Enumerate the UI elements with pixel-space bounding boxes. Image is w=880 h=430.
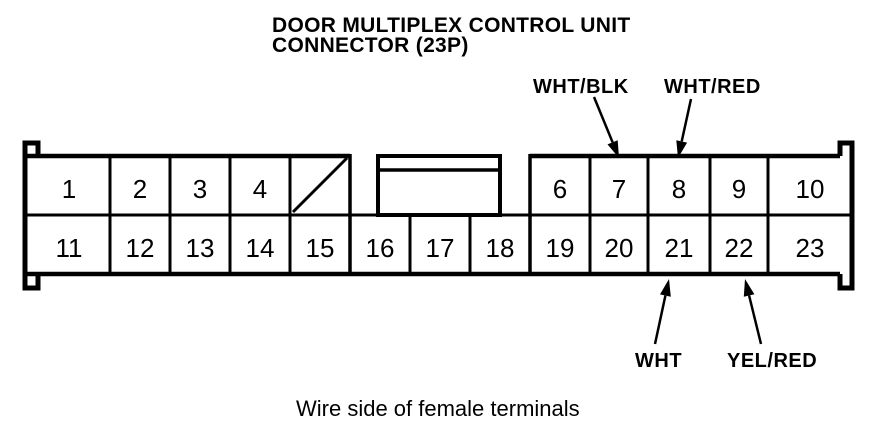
- diagram-title-line1: DOOR MULTIPLEX CONTROL UNIT: [272, 14, 630, 37]
- arrow-head: [660, 279, 671, 297]
- left-flange: [22, 140, 41, 291]
- pin-17-label: 17: [426, 233, 455, 263]
- arrow-head: [607, 140, 619, 158]
- connector-shell: [22, 140, 855, 291]
- pin-19-label: 19: [546, 233, 575, 263]
- pin-23-label: 23: [796, 233, 825, 263]
- wire-callouts-top: WHT/BLK WHT/RED: [533, 76, 761, 158]
- wire-label-wht: WHT: [635, 350, 682, 372]
- diagram-title-line2: CONNECTOR (23P): [272, 34, 469, 57]
- latch-key: [376, 154, 502, 217]
- pin-8-label: 8: [672, 174, 686, 204]
- pin-2-label: 2: [133, 174, 147, 204]
- pin-4-label: 4: [253, 174, 267, 204]
- pin-15-label: 15: [306, 233, 335, 263]
- arrow-shaft: [680, 98, 693, 142]
- title-block: DOOR MULTIPLEX CONTROL UNIT CONNECTOR (2…: [272, 14, 630, 57]
- right-flange: [837, 140, 855, 291]
- pin-16-label: 16: [366, 233, 395, 263]
- pin-10-label: 10: [796, 174, 825, 204]
- diagonal-slash: [291, 156, 349, 214]
- pin-14-label: 14: [246, 233, 275, 263]
- pin-numbers-bottom-row: 11 12 13 14 15 16 17 18 19 20 21 22 23: [56, 233, 825, 263]
- arrow-shaft: [592, 96, 614, 143]
- pointer-arrow-wht-to-pin-21: [653, 279, 671, 345]
- pin-18-label: 18: [486, 233, 515, 263]
- pin-21-label: 21: [665, 233, 694, 263]
- pin-numbers-top-row: 1 2 3 4 6 7 8 9 10: [62, 174, 825, 204]
- arrow-shaft: [747, 295, 763, 345]
- wire-callouts-bottom: WHT YEL/RED: [635, 279, 817, 372]
- wire-label-yel-red: YEL/RED: [727, 350, 817, 372]
- pin-12-label: 12: [126, 233, 155, 263]
- pointer-arrow-wht-red-to-pin-8: [676, 98, 693, 158]
- wire-label-wht-red: WHT/RED: [664, 76, 761, 98]
- pointer-arrow-yel-red-to-pin-22: [743, 279, 763, 345]
- pin-11-label: 11: [56, 233, 83, 263]
- pointer-arrow-wht-blk-to-pin-7: [592, 96, 619, 158]
- arrow-head: [743, 279, 755, 297]
- pin-22-label: 22: [725, 233, 754, 263]
- pin-3-label: 3: [193, 174, 207, 204]
- diagram-caption: Wire side of female terminals: [296, 396, 580, 421]
- pin-6-label: 6: [553, 174, 567, 204]
- pin-7-label: 7: [612, 174, 626, 204]
- arrow-head: [676, 140, 688, 158]
- pin-1-label: 1: [62, 174, 76, 204]
- pin-20-label: 20: [605, 233, 634, 263]
- arrow-shaft: [653, 295, 667, 345]
- pin-13-label: 13: [186, 233, 215, 263]
- wire-label-wht-blk: WHT/BLK: [533, 76, 629, 98]
- pin-9-label: 9: [732, 174, 746, 204]
